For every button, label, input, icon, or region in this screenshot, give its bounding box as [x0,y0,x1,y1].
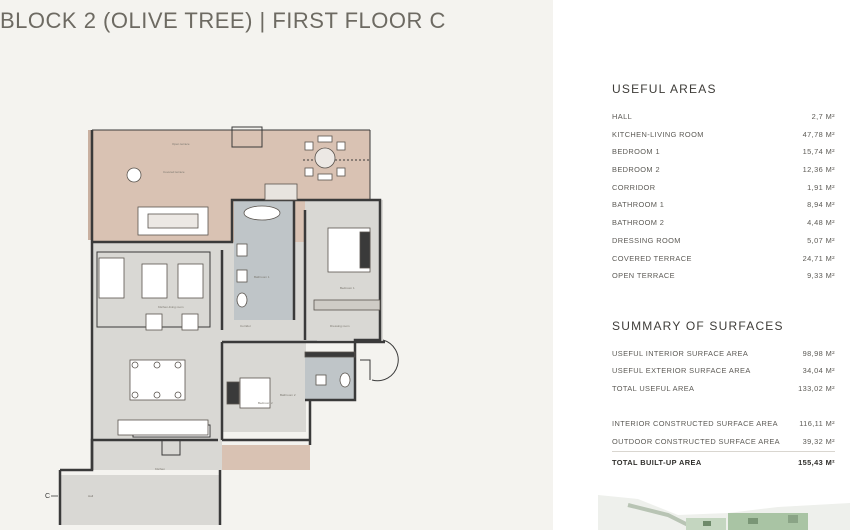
room-label-bedroom2: Bedroom 2 [258,401,273,405]
row-value: 24,71 M² [802,254,835,263]
room-label-open-terrace: Open terrace [172,142,190,146]
useful-row-hall: HALL 2,7 M² [612,112,835,121]
useful-row-kitchen-living: KITCHEN-LIVING ROOM 47,78 M² [612,130,835,139]
useful-row-dressing: DRESSING ROOM 5,07 M² [612,236,835,245]
row-value: 1,91 M² [807,183,835,192]
row-label: USEFUL EXTERIOR SURFACE AREA [612,366,751,375]
room-label-kitchen: Kitchen [155,467,165,471]
row-label: TOTAL BUILT-UP AREA [612,458,702,467]
row-value: 39,32 M² [802,437,835,446]
living-furniture [98,257,209,436]
summary-row-useful-exterior: USEFUL EXTERIOR SURFACE AREA 34,04 M² [612,366,835,375]
summary-heading: SUMMARY OF SURFACES [612,319,784,333]
hall-floor [60,475,220,525]
row-label: DRESSING ROOM [612,236,681,245]
summary-row-total-useful: TOTAL USEFUL AREA 133,02 M² [612,384,835,393]
row-value: 116,11 M² [799,419,835,428]
row-label: USEFUL INTERIOR SURFACE AREA [612,349,749,358]
row-value: 12,36 M² [802,165,835,174]
terrace-edge [88,130,92,240]
room-label-covered-terrace: Covered terrace [163,170,185,174]
useful-row-bedroom2: BEDROOM 2 12,36 M² [612,165,835,174]
useful-row-bathroom1: BATHROOM 1 8,94 M² [612,200,835,209]
row-label: TOTAL USEFUL AREA [612,384,695,393]
row-label: BEDROOM 1 [612,147,660,156]
bedroom-furniture [226,227,381,409]
useful-row-covered-terrace: COVERED TERRACE 24,71 M² [612,254,835,263]
row-value: 8,94 M² [807,200,835,209]
summary-row-total-built-up: TOTAL BUILT-UP AREA 155,43 M² [612,458,835,467]
row-label: BATHROOM 2 [612,218,665,227]
row-label: BATHROOM 1 [612,200,665,209]
useful-row-bathroom2: BATHROOM 2 4,48 M² [612,218,835,227]
room-label-kitchen-living: Kitchen-living room [158,305,184,309]
row-label: KITCHEN-LIVING ROOM [612,130,704,139]
room-label-bedroom1: Bedroom 1 [340,286,355,290]
row-label: BEDROOM 2 [612,165,660,174]
row-label: OUTDOOR CONSTRUCTED SURFACE AREA [612,437,781,446]
row-value: 2,7 M² [811,112,835,121]
entry-marker: C [45,493,50,500]
room-label-hall: Hall [88,494,94,498]
row-value: 98,98 M² [802,349,835,358]
useful-row-corridor: CORRIDOR 1,91 M² [612,183,835,192]
page-title: BLOCK 2 (OLIVE TREE) | FIRST FLOOR C [0,8,446,33]
row-value: 47,78 M² [802,130,835,139]
row-value: 34,04 M² [802,366,835,375]
row-value: 15,74 M² [802,147,835,156]
floor-plan: Open terrace Covered terrace Kitchen-liv… [45,126,399,525]
bathroom-fixtures [236,205,351,388]
floor-plan-panel: BLOCK 2 (OLIVE TREE) | FIRST FLOOR C [0,0,553,530]
row-value: 155,43 M² [798,458,835,467]
useful-row-open-terrace: OPEN TERRACE 9,33 M² [612,271,835,280]
open-terrace-floor [222,445,310,470]
row-label: CORRIDOR [612,183,656,192]
row-label: HALL [612,112,633,121]
row-label: OPEN TERRACE [612,271,675,280]
row-value: 133,02 M² [798,384,835,393]
room-label-corridor: Corridor [240,324,251,328]
room-label-dressing: Dressing room [330,324,350,328]
summary-row-interior-constructed: INTERIOR CONSTRUCTED SURFACE AREA 116,11… [612,419,835,428]
terrace-furniture [126,135,346,236]
summary-row-useful-interior: USEFUL INTERIOR SURFACE AREA 98,98 M² [612,349,835,358]
area-table-panel: USEFUL AREAS HALL 2,7 M² KITCHEN-LIVING … [553,0,850,530]
room-label-bathroom1: Bathroom 1 [254,275,270,279]
total-divider [612,451,835,452]
row-label: INTERIOR CONSTRUCTED SURFACE AREA [612,419,778,428]
row-value: 4,48 M² [807,218,835,227]
room-label-bathroom2: Bathroom 2 [280,393,296,397]
row-label: COVERED TERRACE [612,254,692,263]
useful-areas-heading: USEFUL AREAS [612,82,717,96]
row-value: 9,33 M² [807,271,835,280]
site-map-thumbnail [598,495,850,530]
row-value: 5,07 M² [807,236,835,245]
walls [58,130,385,525]
summary-row-outdoor-constructed: OUTDOOR CONSTRUCTED SURFACE AREA 39,32 M… [612,437,835,446]
useful-row-bedroom1: BEDROOM 1 15,74 M² [612,147,835,156]
